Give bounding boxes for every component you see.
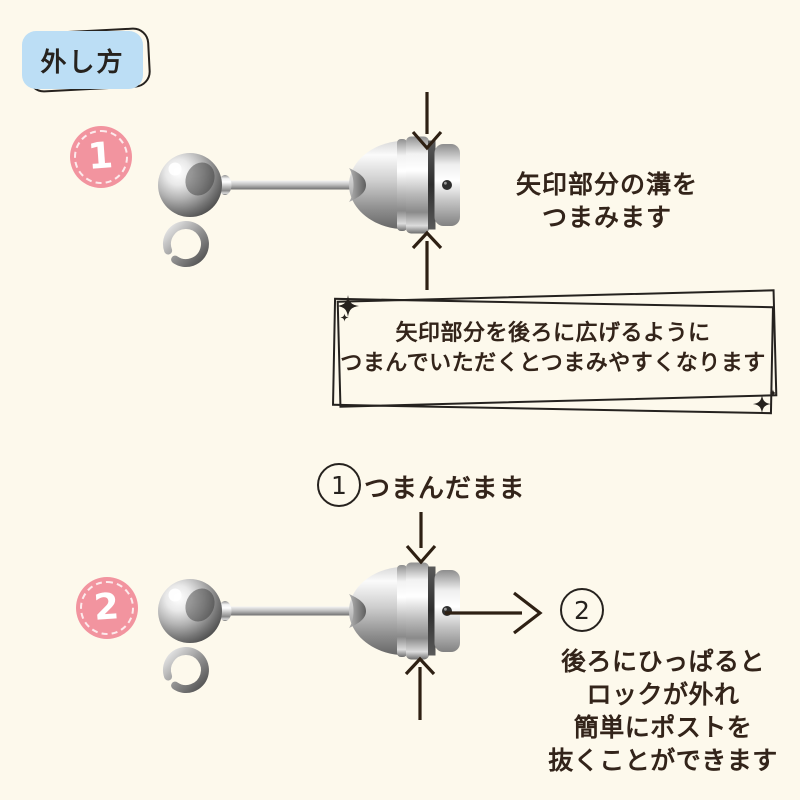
pinch-arrow-down-head-icon <box>405 544 437 565</box>
note-line1: 矢印部分を後ろに広げるように <box>395 321 711 346</box>
step1-number: 1 <box>87 135 115 178</box>
badge-label: 外し方 <box>40 47 125 78</box>
step2-result-line4: 抜くことができます <box>548 746 778 775</box>
removal-method-badge: 外し方 <box>22 31 143 89</box>
circled-number-2: 2 <box>560 588 604 632</box>
note-text: 矢印部分を後ろに広げるように つまんでいただくとつまみやすくなります <box>340 319 766 379</box>
pinch-arrow-up-head-icon <box>411 230 443 250</box>
step2-result-text: 後ろにひっぱると ロックが外れ 簡単にポストを 抜くことができます <box>548 645 778 777</box>
pinch-arrow-up-head-icon <box>404 656 436 676</box>
pinch-arrow-down-head-icon <box>411 130 443 151</box>
pinch-and-pull-arrows-step2 <box>404 512 543 720</box>
pinch-arrows-step1 <box>411 92 443 290</box>
step2-number: 2 <box>93 586 121 629</box>
circled-number-1: 1 <box>317 463 361 507</box>
pull-arrow-right-head-icon <box>513 591 543 635</box>
earring-illustration-step1 <box>148 92 488 290</box>
hold-label: つまんだまま <box>364 474 526 504</box>
earring-illustration-step2 <box>148 512 543 720</box>
step1-instruction: 矢印部分の溝を つまみます <box>516 168 698 234</box>
sparkle-icon <box>340 313 349 322</box>
step2-result-line3: 簡単にポストを <box>573 713 753 742</box>
step1-instruction-line2: つまみます <box>541 203 673 232</box>
sparkle-icon <box>769 389 777 397</box>
step2-number-badge: 2 <box>76 577 138 639</box>
step2-result-line1: 後ろにひっぱると <box>560 647 766 676</box>
circled-number-1-value: 1 <box>331 470 347 500</box>
sparkle-icon <box>752 394 772 414</box>
step2-result-line2: ロックが外れ <box>586 680 740 709</box>
step1-instruction-line1: 矢印部分の溝を <box>515 170 699 199</box>
step1-number-badge: 1 <box>70 126 132 188</box>
circled-number-2-value: 2 <box>574 595 590 625</box>
note-line2: つまんでいただくとつまみやすくなります <box>340 351 766 376</box>
